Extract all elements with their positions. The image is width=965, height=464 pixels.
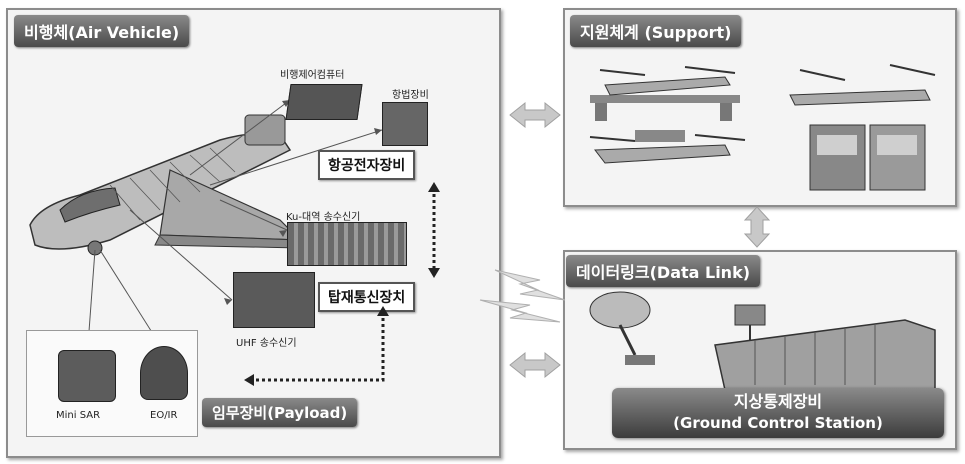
ku-transceiver-image [287, 222, 407, 266]
avionics-label: 항공전자장비 [318, 150, 416, 180]
av-datalink-double-arrow [509, 351, 561, 379]
ground-station-illustration [589, 291, 936, 391]
data-link-title: 데이터링크(Data Link) [566, 255, 761, 287]
ground-control-station-label: 지상통제장비 (Ground Control Station) [612, 388, 944, 438]
eo-ir-label: EO/IR [150, 410, 178, 421]
air-vehicle-title: 비행체(Air Vehicle) [14, 15, 190, 47]
support-aircraft-illustrations [589, 64, 936, 191]
comm-equipment-label: 탑재통신장치 [318, 282, 416, 312]
radio-link-lightning [479, 269, 566, 323]
uhf-transceiver-image [233, 272, 315, 328]
mini-sar-label: Mini SAR [56, 410, 101, 421]
uhf-transceiver-label: UHF 송수신기 [236, 338, 297, 349]
support-title: 지원체계 (Support) [570, 15, 742, 47]
mission-equipment-image [382, 102, 428, 146]
flight-computer-label: 비행제어컴퓨터 [280, 70, 345, 81]
support-datalink-double-arrow [743, 206, 771, 248]
ku-transceiver-label: Ku-대역 송수신기 [286, 212, 361, 223]
mini-sar-image [58, 350, 116, 402]
payload-title: 임무장비(Payload) [202, 398, 358, 427]
mission-equipment-label: 항법장비 [392, 90, 429, 101]
gcs-english-label: (Ground Control Station) [673, 414, 883, 432]
eo-ir-image [140, 346, 188, 400]
gcs-korean-label: 지상통제장비 [733, 392, 823, 411]
av-support-double-arrow [509, 101, 561, 129]
